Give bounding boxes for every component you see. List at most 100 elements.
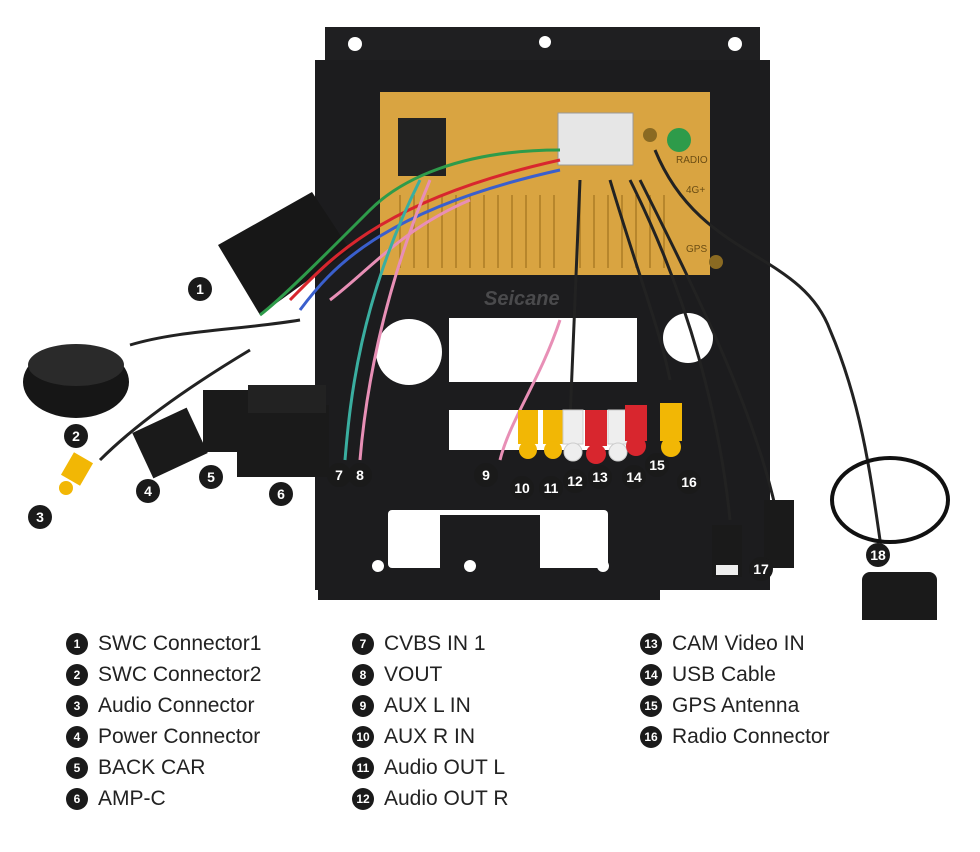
harness-socket xyxy=(557,112,634,166)
legend-column-1: 1 SWC Connector1 2 SWC Connector2 3 Audio C… xyxy=(66,628,261,814)
usb-tip xyxy=(716,565,738,575)
legend-label: Audio OUT L xyxy=(384,755,506,779)
marker-4: 4 xyxy=(136,479,160,503)
marker-10: 10 xyxy=(510,476,534,500)
panel-label-radio: RADIO xyxy=(676,155,708,166)
legend-item: 10 AUX R IN xyxy=(352,721,509,752)
marker-14: 14 xyxy=(622,465,646,489)
panel-label-gps: GPS xyxy=(686,244,707,255)
legend-label: AMP-C xyxy=(98,786,166,810)
mount-hole xyxy=(539,36,551,48)
legend-item: 1 SWC Connector1 xyxy=(66,628,261,659)
interface-box xyxy=(218,192,350,315)
mount-hole xyxy=(597,560,609,572)
marker-9: 9 xyxy=(474,463,498,487)
marker-7: 7 xyxy=(327,463,351,487)
marker-17: 17 xyxy=(749,557,773,581)
legend-label: Radio Connector xyxy=(672,724,830,748)
legend-label: AUX R IN xyxy=(384,724,476,748)
av-plug xyxy=(764,500,794,568)
gps-jack xyxy=(709,255,723,269)
legend-label: Power Connector xyxy=(98,724,261,748)
mount-hole xyxy=(372,560,384,572)
legend-item: 11 Audio OUT L xyxy=(352,752,509,783)
legend-item: 16 Radio Connector xyxy=(640,721,830,752)
legend-item: 8 VOUT xyxy=(352,659,509,690)
legend-number: 1 xyxy=(66,632,88,655)
legend-label: Audio Connector xyxy=(98,693,255,717)
connector-4 xyxy=(132,407,208,479)
marker-18: 18 xyxy=(866,543,890,567)
wire-bundle xyxy=(98,148,882,541)
connector-legend: 1 SWC Connector1 2 SWC Connector2 3 Audio C… xyxy=(66,628,966,828)
legend-item: 5 BACK CAR xyxy=(66,752,261,783)
legend-item: 4 Power Connector xyxy=(66,721,261,752)
legend-number: 3 xyxy=(66,694,88,717)
marker-3: 3 xyxy=(28,505,52,529)
marker-8: 8 xyxy=(348,463,372,487)
legend-number: 15 xyxy=(640,694,662,717)
legend-item: 14 USB Cable xyxy=(640,659,830,690)
legend-label: SWC Connector2 xyxy=(98,662,262,686)
frame-cutout xyxy=(376,319,442,385)
legend-number: 16 xyxy=(640,725,662,748)
legend-label: BACK CAR xyxy=(98,755,206,779)
legend-label: VOUT xyxy=(384,662,443,686)
marker-12: 12 xyxy=(563,469,587,493)
legend-number: 10 xyxy=(352,725,374,748)
panel-label-4g: 4G+ xyxy=(686,185,705,196)
legend-item: 13 CAM Video IN xyxy=(640,628,830,659)
rca-plugs xyxy=(59,403,682,495)
legend-number: 14 xyxy=(640,663,662,686)
connector-6-top xyxy=(248,385,326,413)
connector-6 xyxy=(237,405,329,477)
legend-item: 2 SWC Connector2 xyxy=(66,659,261,690)
marker-1: 1 xyxy=(188,277,212,301)
legend-number: 11 xyxy=(352,756,374,779)
marker-6: 6 xyxy=(269,482,293,506)
marker-11: 11 xyxy=(539,476,563,500)
legend-item: 15 GPS Antenna xyxy=(640,690,830,721)
legend-label: AUX L IN xyxy=(384,693,471,717)
main-socket xyxy=(398,118,446,176)
speaker-grill xyxy=(28,344,124,386)
legend-label: SWC Connector1 xyxy=(98,631,262,655)
legend-number: 5 xyxy=(66,756,88,779)
radio-jack xyxy=(643,128,657,142)
legend-number: 8 xyxy=(352,663,374,686)
marker-13: 13 xyxy=(588,465,612,489)
brand-watermark: Seicane xyxy=(484,288,560,310)
legend-item: 3 Audio Connector xyxy=(66,690,261,721)
wiring-illustration: RADIO 4G+ GPS Seicane xyxy=(23,27,950,638)
legend-number: 7 xyxy=(352,632,374,655)
legend-label: USB Cable xyxy=(672,662,776,686)
legend-number: 4 xyxy=(66,725,88,748)
frame-cutout xyxy=(663,313,713,363)
wiring-diagram: RADIO 4G+ GPS Seicane xyxy=(23,27,950,638)
marker-2: 2 xyxy=(64,424,88,448)
legend-item: 9 AUX L IN xyxy=(352,690,509,721)
mount-hole xyxy=(348,37,362,51)
marker-5: 5 xyxy=(199,465,223,489)
green-jack xyxy=(667,128,691,152)
legend-number: 6 xyxy=(66,787,88,810)
marker-15: 15 xyxy=(645,453,669,477)
gps-cable-coil xyxy=(830,456,950,544)
gps-antenna xyxy=(862,572,937,638)
legend-label: GPS Antenna xyxy=(672,693,800,717)
legend-column-2: 7 CVBS IN 1 8 VOUT 9 AUX L IN 10 AUX R IN 11… xyxy=(352,628,509,814)
legend-number: 2 xyxy=(66,663,88,686)
marker-16: 16 xyxy=(677,470,701,494)
mount-hole xyxy=(728,37,742,51)
mount-hole xyxy=(464,560,476,572)
legend-number: 13 xyxy=(640,632,662,655)
legend-number: 12 xyxy=(352,787,374,810)
frame-cutout xyxy=(449,318,637,382)
legend-item: 7 CVBS IN 1 xyxy=(352,628,509,659)
legend-number: 9 xyxy=(352,694,374,717)
legend-item: 6 AMP-C xyxy=(66,783,261,814)
legend-label: CVBS IN 1 xyxy=(384,631,486,655)
legend-column-3: 13 CAM Video IN 14 USB Cable 15 GPS Antenna… xyxy=(640,628,830,752)
legend-label: CAM Video IN xyxy=(672,631,805,655)
